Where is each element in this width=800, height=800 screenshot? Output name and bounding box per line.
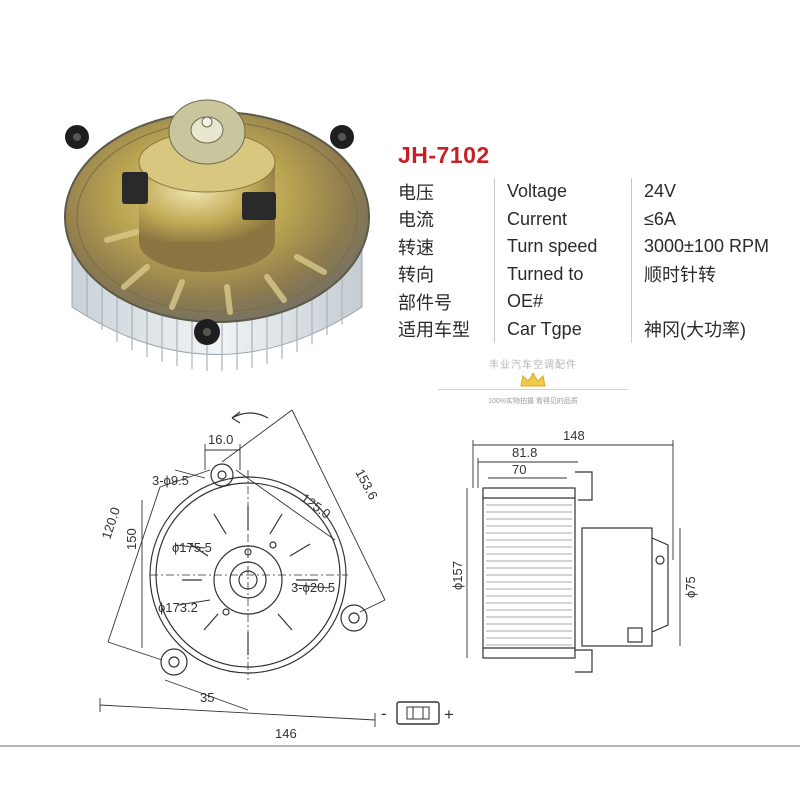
dim-label-120: 120.0 <box>99 505 123 541</box>
spec-row-current: 电流 Current ≤6A <box>398 205 793 233</box>
crown-logo-icon <box>520 372 546 387</box>
spec-label-en: Voltage <box>494 178 632 206</box>
connector-symbol <box>396 701 440 725</box>
front-view <box>99 409 386 727</box>
model-number: JH-7102 <box>398 142 490 168</box>
spec-label-cn: 电压 <box>398 182 434 203</box>
spec-value <box>631 288 793 316</box>
dim-label-d75: ϕ75 <box>683 576 698 598</box>
spec-table: 电压 Voltage 24V 电流 Current ≤6A 转速 Turn sp… <box>398 178 793 343</box>
watermark-slogan: 100%实物拍摄 看得见的品质 <box>488 398 578 405</box>
mount-ear <box>160 648 188 676</box>
dim-label-d175: ϕ175.5 <box>172 540 212 555</box>
dim-label-148: 148 <box>563 428 585 443</box>
mount-hole <box>217 470 227 480</box>
spec-label-en: Turn speed <box>494 233 632 261</box>
spec-label-cn: 转速 <box>398 237 434 258</box>
dim-label-d173: ϕ173.2 <box>158 600 198 615</box>
mount-flange <box>575 471 593 673</box>
spec-value: ≤6A <box>631 205 793 233</box>
dim-label-hole-large: 3-ϕ20.5 <box>291 580 335 595</box>
dim-label-146: 146 <box>275 726 297 741</box>
mount-ear <box>340 604 368 632</box>
motor-can <box>581 527 653 647</box>
dim-label-hole-small: 3-ϕ9.5 <box>152 473 189 488</box>
dim-label-d157: ϕ157 <box>450 561 465 590</box>
spec-label-cn: 转向 <box>398 265 434 286</box>
spec-label-cn: 部件号 <box>398 292 452 313</box>
technical-drawing: 16.0 3-ϕ9.5 125.0 153.6 120.0 150 ϕ175.5… <box>99 409 698 741</box>
spec-label-cn: 适用车型 <box>398 320 470 341</box>
spec-label-en: OE# <box>494 288 632 316</box>
connector-plus-label: + <box>444 705 454 724</box>
wire-terminal <box>627 627 643 643</box>
spec-value: 3000±100 RPM <box>631 233 793 261</box>
spec-row-speed: 转速 Turn speed 3000±100 RPM <box>398 233 793 261</box>
mount-hole <box>168 656 180 668</box>
motor-end-cap <box>651 537 669 633</box>
spec-row-car-type: 适用车型 Car Tgpe 神冈(大功率) <box>398 315 793 343</box>
spec-label-en: Current <box>494 205 632 233</box>
spec-row-direction: 转向 Turned to 顺时针转 <box>398 260 793 288</box>
spec-row-oe: 部件号 OE# <box>398 288 793 316</box>
mount-hole <box>348 612 360 624</box>
dim-label-150: 150 <box>124 528 139 550</box>
spec-label-en: Car Tgpe <box>494 315 632 343</box>
spec-value: 顺时针转 <box>631 260 793 288</box>
spec-row-voltage: 电压 Voltage 24V <box>398 178 793 206</box>
watermark-divider <box>438 389 628 390</box>
spec-value: 神冈(大功率) <box>631 315 793 343</box>
dim-label-16: 16.0 <box>208 432 233 447</box>
watermark-brand-text: 丰业汽车空调配件 <box>489 360 577 371</box>
connector-minus-label: - <box>381 704 387 723</box>
dim-label-35: 35 <box>200 690 214 705</box>
side-view <box>466 440 681 673</box>
bottom-divider <box>0 745 800 747</box>
mount-ear <box>210 463 234 487</box>
dim-label-70: 70 <box>512 462 526 477</box>
spec-value: 24V <box>631 178 793 206</box>
rotation-arrow-icon <box>231 412 269 419</box>
dim-label-81: 81.8 <box>512 445 537 460</box>
spec-label-cn: 电流 <box>398 210 434 231</box>
dim-label-153: 153.6 <box>352 466 381 502</box>
fan-wheel-body <box>482 487 576 659</box>
blower-motor-photo <box>64 99 370 371</box>
dim-label-125: 125.0 <box>298 490 333 521</box>
spec-label-en: Turned to <box>494 260 632 288</box>
rotation-arrowhead-icon <box>231 411 241 424</box>
watermark: 丰业汽车空调配件 100%实物拍摄 看得见的品质 <box>438 356 628 408</box>
